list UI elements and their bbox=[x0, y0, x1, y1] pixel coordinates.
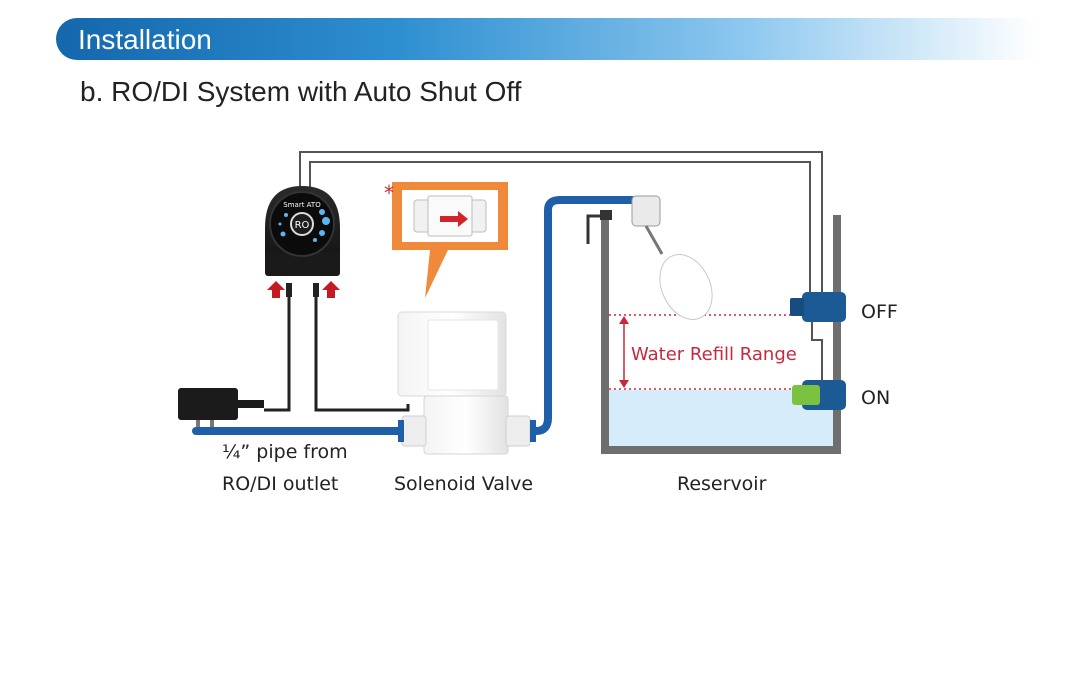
page-title: b. RO/DI System with Auto Shut Off bbox=[80, 76, 522, 107]
reservoir-label: Reservoir bbox=[677, 473, 767, 495]
optical-sensor-off bbox=[790, 292, 846, 322]
solenoid-valve bbox=[397, 311, 536, 455]
pipe-label-line2: RO/DI outlet bbox=[222, 473, 338, 495]
asterisk-mark: * bbox=[384, 181, 394, 205]
pipe-label-line1: ¼” pipe from bbox=[222, 441, 348, 463]
power-adapter-icon bbox=[178, 388, 264, 428]
refill-range-label: Water Refill Range bbox=[631, 344, 797, 365]
water-pipe bbox=[192, 196, 636, 435]
smart-ato-controller: Smart ATO RO bbox=[265, 186, 340, 276]
banner-title: Installation bbox=[78, 24, 212, 55]
refill-range-arrow bbox=[619, 316, 629, 388]
header-banner bbox=[56, 18, 1036, 60]
controller-button-label: RO bbox=[295, 220, 310, 231]
float-valve bbox=[586, 195, 713, 320]
reservoir: Water Refill Range bbox=[601, 215, 841, 454]
controller-brand: Smart ATO bbox=[283, 201, 321, 209]
sensor-cables bbox=[299, 151, 823, 380]
optical-sensor-on bbox=[792, 380, 846, 410]
arrow-up-icon bbox=[267, 281, 340, 298]
valve-direction-callout: * bbox=[384, 181, 508, 298]
arrow-right-icon bbox=[440, 211, 468, 227]
bubbles-icon bbox=[278, 209, 330, 242]
sensor-on-label: ON bbox=[861, 387, 890, 409]
power-plugs bbox=[264, 283, 410, 412]
valve-label: Solenoid Valve bbox=[394, 473, 533, 495]
sensor-off-label: OFF bbox=[861, 301, 898, 323]
